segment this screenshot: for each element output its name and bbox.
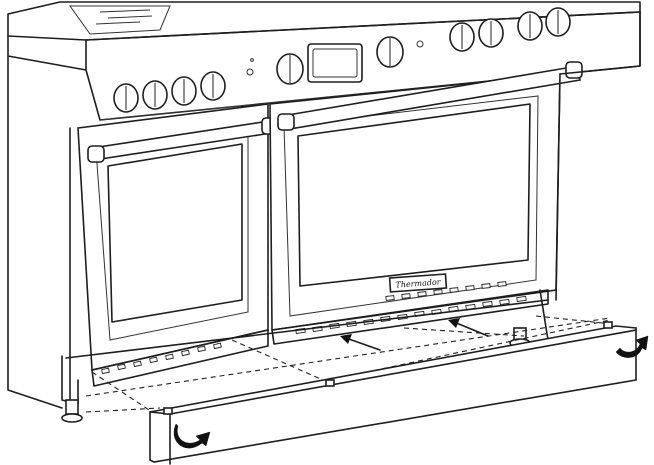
left-oven-door xyxy=(77,103,279,371)
left-knob-group xyxy=(113,71,226,113)
insertion-arrow-icon xyxy=(340,334,381,351)
left-leveling-leg xyxy=(61,399,83,423)
toe-kick-panel xyxy=(149,321,637,465)
brand-badge-text: Thermador xyxy=(395,277,442,289)
rotation-arrow-icon xyxy=(615,335,649,358)
range-side-left xyxy=(7,55,71,411)
cooktop xyxy=(7,1,641,41)
left-vent-strip xyxy=(91,329,269,387)
range-side-right xyxy=(539,11,641,341)
right-knob-group xyxy=(449,7,571,52)
right-oven-door: Thermador xyxy=(269,61,583,331)
control-panel xyxy=(7,7,641,121)
control-display xyxy=(307,43,363,83)
range-base xyxy=(61,299,549,423)
rotation-arrow-icon xyxy=(173,423,211,449)
toe-kick-clips xyxy=(163,321,613,415)
right-oven-handle xyxy=(277,61,583,131)
right-door-lower-slots xyxy=(385,281,507,301)
brand-badge: Thermador xyxy=(388,273,448,293)
left-vent-slots xyxy=(101,342,222,375)
insertion-arrow-icon xyxy=(448,318,489,337)
